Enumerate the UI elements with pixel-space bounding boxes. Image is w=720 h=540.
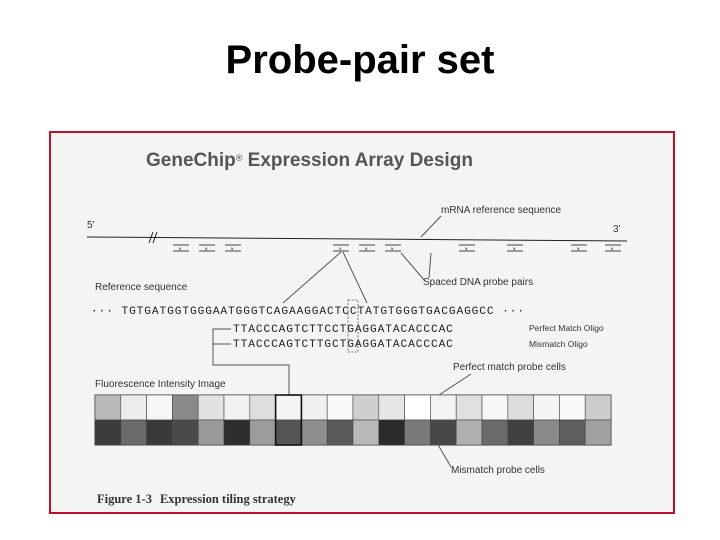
mismatch-cell [94, 419, 122, 446]
mrna-label: mRNA reference sequence [441, 205, 562, 216]
perfect-match-cell [172, 394, 199, 421]
perfect-match-cell [430, 394, 457, 421]
mrna-line [86, 236, 628, 242]
pm-cells-label: Perfect match probe cells [453, 362, 566, 373]
probe-pair-mark: × [333, 244, 349, 253]
mm-cells-pointer [436, 442, 452, 468]
mismatch-cell [559, 419, 586, 446]
perfect-match-cell [197, 394, 225, 421]
perfect-match-cell [455, 394, 483, 421]
mrna-break-2 [152, 231, 158, 244]
perfect-match-label: Perfect Match Oligo [529, 323, 604, 333]
mismatch-cell [352, 419, 380, 446]
mismatch-cell [249, 419, 276, 446]
pointer-spaced-pairs-2 [428, 252, 432, 279]
perfect-match-cell [146, 394, 173, 421]
highlighted-probe-pair [274, 394, 303, 446]
perfect-match-cell [275, 394, 302, 421]
svg-text:×: × [611, 247, 615, 253]
mismatch-cell [146, 419, 173, 446]
probe-pair-mark: × [459, 244, 475, 253]
mismatch-cell [120, 419, 147, 446]
svg-text:×: × [391, 247, 395, 253]
mismatch-cell [584, 419, 612, 446]
genechip-diagram: GeneChip® Expression Array Design mRNA r… [86, 150, 628, 506]
oligo-bracket [212, 328, 290, 395]
perfect-match-sequence: TTACCCAGTCTTCCTGAGGATACACCCAC [233, 324, 454, 336]
mismatch-sequence: TTACCCAGTCTTGCTGAGGATACACCCAC [233, 339, 454, 351]
perfect-match-cell [352, 394, 380, 421]
mismatch-cell [481, 419, 509, 446]
mismatch-cell [507, 419, 534, 446]
fluorescence-label: Fluorescence Intensity Image [95, 379, 226, 390]
svg-text:×: × [205, 247, 209, 253]
pointer-to-sequence-1 [282, 251, 342, 304]
pointer-to-sequence-2 [342, 251, 368, 304]
pointer-spaced-pairs [400, 252, 426, 282]
mismatch-cell [275, 419, 302, 446]
perfect-match-cell [481, 394, 509, 421]
svg-text:×: × [179, 247, 183, 253]
perfect-match-cell [404, 394, 431, 421]
probe-pair-mark: × [225, 244, 241, 253]
svg-text:×: × [231, 247, 235, 253]
perfect-match-cell [249, 394, 276, 421]
mismatch-cell [301, 419, 328, 446]
spaced-pairs-label: Spaced DNA probe pairs [423, 277, 533, 288]
mismatch-position-box [347, 299, 359, 353]
perfect-match-cell [559, 394, 586, 421]
header-brand: GeneChip [146, 150, 236, 171]
probe-pair-mark: × [571, 244, 587, 253]
perfect-match-cell [94, 394, 122, 421]
perfect-match-cell [584, 394, 612, 421]
mrna-break-1 [148, 231, 154, 244]
perfect-match-cell [223, 394, 251, 421]
mismatch-cell [223, 419, 251, 446]
caption-number: Figure 1-3 [97, 492, 152, 506]
mismatch-cell [326, 419, 354, 446]
mrna-label-pointer [420, 215, 442, 238]
fluorescence-cell-grid [94, 394, 612, 446]
reference-label: Reference sequence [95, 282, 188, 293]
mismatch-label: Mismatch Oligo [529, 339, 588, 349]
svg-text:×: × [577, 247, 581, 253]
svg-text:×: × [513, 247, 517, 253]
probe-pair-mark: × [173, 244, 189, 253]
mismatch-cell [197, 419, 225, 446]
probe-pair-mark: × [385, 244, 401, 253]
header-rest: Expression Array Design [242, 150, 473, 171]
svg-text:×: × [339, 247, 343, 253]
probe-pair-mark: × [507, 244, 523, 253]
caption-text: Expression tiling strategy [160, 492, 297, 506]
svg-text:×: × [365, 247, 369, 253]
mismatch-cell [378, 419, 405, 446]
mismatch-cell [455, 419, 483, 446]
mismatch-cell [404, 419, 431, 446]
perfect-match-cell [507, 394, 534, 421]
five-prime-label: 5' [87, 220, 95, 231]
svg-text:×: × [465, 247, 469, 253]
perfect-match-cell [378, 394, 405, 421]
figure-frame: GeneChip® Expression Array Design mRNA r… [49, 131, 675, 514]
perfect-match-cell [120, 394, 147, 421]
slide-title: Probe-pair set [225, 38, 495, 82]
mismatch-cell [430, 419, 457, 446]
mm-cells-label: Mismatch probe cells [451, 465, 545, 476]
probe-pair-mark: × [199, 244, 215, 253]
probe-pair-mark: × [605, 244, 621, 253]
probe-pair-marks: × × × × × × × × × × [173, 244, 621, 253]
svg-text:GeneChip® Expression Array Des: GeneChip® Expression Array Design [146, 150, 473, 171]
header-registered: ® [236, 153, 243, 163]
mismatch-cell [172, 419, 199, 446]
perfect-match-cell [533, 394, 560, 421]
three-prime-label: 3' [613, 224, 621, 235]
pm-cells-pointer [438, 373, 472, 396]
perfect-match-cell [301, 394, 328, 421]
probe-pair-mark: × [359, 244, 375, 253]
reference-sequence: ··· TGTGATGGTGGGAATGGGTCAGAAGGACTCCTATGT… [91, 306, 525, 318]
perfect-match-cell [326, 394, 354, 421]
mismatch-cell [533, 419, 560, 446]
